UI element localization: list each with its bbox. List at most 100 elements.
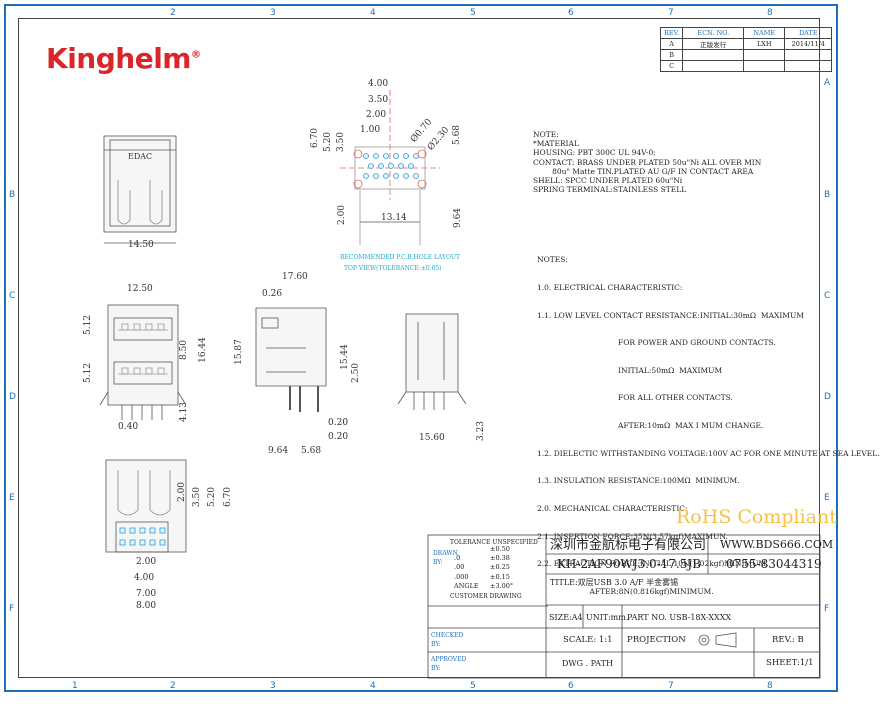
- phone-number: 0755-83044319: [726, 557, 822, 571]
- dim-label: 0.26: [262, 289, 283, 299]
- zone-bottom-6: 6: [568, 681, 574, 691]
- unit-label: UNIT:mm.: [586, 613, 629, 622]
- zone-top-7: 7: [668, 8, 674, 18]
- pcb-layout-caption: RECOMMENDED P.C.B.HOLE LAYOUT: [340, 254, 460, 261]
- dim-label: 2.00: [366, 110, 387, 120]
- dim-label: 5.68: [452, 124, 463, 146]
- dim-label: 8.50: [179, 339, 190, 361]
- tolerance-row: .0 ±0.38: [454, 554, 513, 563]
- note-line: 1.2. DIELECTIC WITHSTANDING VOLTAGE:100V…: [537, 448, 880, 458]
- dim-label: 12.50: [127, 284, 153, 294]
- zone-bottom-1: 1: [72, 681, 78, 691]
- front-view-drawing: [99, 304, 187, 420]
- zone-left-b: B: [9, 190, 16, 200]
- sheet-label: SHEET:1/1: [766, 658, 814, 668]
- note-line: CONTACT: BRASS UNDER PLATED 50u"Ni ALL O…: [533, 157, 762, 167]
- material-notes: NOTE: *MATERIAL HOUSING: PBT 300C UL 94V…: [533, 130, 761, 194]
- note-line: 2.1. INSERTION FORCE:35N(3.57kgf)MAXIMUN…: [537, 531, 728, 541]
- pcb-layout-drawing: [340, 90, 440, 245]
- model-number: KH-2AF90WJ3.0-17.5JB: [557, 557, 702, 571]
- dim-label: 3.23: [476, 420, 487, 442]
- tolerance-value: ±3.00°: [490, 581, 514, 590]
- revision-label: REV.: B: [772, 635, 804, 645]
- dim-label: 4.00: [368, 79, 389, 89]
- customer-drawing-label: CUSTOMER DRAWING: [450, 593, 522, 600]
- dim-label: 9.64: [453, 207, 464, 229]
- zone-bottom-3: 3: [270, 681, 276, 691]
- drawing-title: TITLE:双层USB 3.0 A/F 半金雾锡: [550, 578, 679, 587]
- revision-row: C: [659, 60, 833, 72]
- rohs-compliant-label: RoHS Compliant: [676, 506, 837, 528]
- zone-bottom-5: 5: [470, 681, 476, 691]
- approved-by-label: APPROVED BY:: [431, 656, 467, 673]
- dim-label: 2.00: [136, 557, 157, 567]
- top-view-width-dim: 14.50: [128, 240, 154, 250]
- zone-right-c: C: [824, 291, 831, 301]
- zone-top-2: 2: [170, 8, 176, 18]
- dim-label: 0.40: [118, 422, 139, 432]
- zone-right-f: F: [824, 604, 830, 614]
- zone-right-b: B: [824, 190, 831, 200]
- note-line: AFTER:8N(0.816kgf)MINIMUM.: [537, 586, 714, 596]
- zone-left-e: E: [9, 493, 15, 503]
- date-cell: [784, 60, 833, 72]
- end-view-drawing: [397, 313, 467, 410]
- tolerance-value: ±0.38: [490, 554, 510, 563]
- dim-label: 4.13: [179, 401, 190, 423]
- inner-frame: [18, 18, 820, 678]
- side-view-drawing: [255, 307, 327, 412]
- title-block-frame: [427, 534, 821, 679]
- dim-label: 5.68: [301, 446, 322, 456]
- zone-bottom-2: 2: [170, 681, 176, 691]
- dim-label: 17.60: [282, 272, 308, 282]
- note-line: 1.1. LOW LEVEL CONTACT RESISTANCE:INITIA…: [537, 310, 804, 320]
- tolerance-table: ±0.50 .0 ±0.38 .00 ±0.25 .000±0.15 ANGLE ±3…: [454, 545, 513, 591]
- zone-top-4: 4: [370, 8, 376, 18]
- revision-header-row: REV. ECN. NO. NAME DATE: [659, 27, 833, 39]
- top-view-label: EDAC: [128, 152, 153, 161]
- revision-row: B: [659, 49, 833, 61]
- checked-by-label: CHECKED BY:: [431, 632, 464, 649]
- rev-cell: C: [659, 60, 684, 72]
- note-line: 1.0. ELECTRICAL CHARACTERISTIC:: [537, 283, 683, 293]
- tolerance-digits: .00: [454, 563, 465, 572]
- zone-top-6: 6: [568, 8, 574, 18]
- dim-label: 2.00: [337, 204, 348, 226]
- note-line: NOTE:: [533, 130, 559, 139]
- dim-label: 9.64: [268, 446, 289, 456]
- zone-top-5: 5: [470, 8, 476, 18]
- note-line: INITIAL:50mΩ MAXIMUM: [537, 365, 723, 375]
- tolerance-digits: ANGLE: [454, 581, 479, 590]
- tolerance-value: ±0.50: [490, 545, 510, 553]
- note-line: FOR ALL OTHER CONTACTS.: [537, 393, 733, 403]
- note-line: *MATERIAL: [533, 139, 579, 149]
- tolerance-row: ±0.50: [454, 545, 513, 554]
- dim-label: 2.00: [177, 481, 188, 503]
- logo-text: Kinghelm: [46, 42, 191, 75]
- tolerance-digits: .000: [454, 572, 469, 581]
- zone-left-c: C: [9, 291, 16, 301]
- tolerance-digits: .0: [454, 554, 461, 563]
- projection-label: PROJECTION: [627, 635, 686, 645]
- note-line: SPRING TERMINAL:STAINLESS STELL: [533, 185, 687, 195]
- zone-top-3: 3: [270, 8, 276, 18]
- note-line: 80u" Matte TIN.PLATED AU G/F IN CONTACT …: [533, 166, 754, 176]
- kinghelm-logo: Kinghelm®: [46, 42, 201, 75]
- zone-left-d: D: [9, 392, 16, 402]
- dim-label: 15.60: [419, 433, 445, 443]
- projection-symbol-icon: [698, 632, 737, 648]
- note-line: 1.3. INSULATION RESISTANCE:100MΩ MINIMUM…: [537, 476, 740, 486]
- tolerance-row: .000±0.15: [454, 573, 513, 582]
- part-number: PART NO. USB-18X-XXXX: [627, 613, 732, 622]
- zone-left-f: F: [9, 604, 15, 614]
- dim-label: 3.50: [368, 95, 389, 105]
- dim-label: 0.20: [328, 432, 349, 442]
- tolerance-row: ANGLE ±3.00°: [454, 582, 513, 591]
- company-name: 深圳市金航标电子有限公司: [550, 538, 707, 553]
- zone-top-8: 8: [767, 8, 773, 18]
- drawn-by-label: DRAWN BY:: [433, 550, 458, 567]
- dim-label: 15.87: [233, 339, 244, 365]
- dim-label: 5.20: [323, 131, 334, 153]
- tolerance-value: ±0.25: [490, 563, 510, 572]
- zone-bottom-7: 7: [668, 681, 674, 691]
